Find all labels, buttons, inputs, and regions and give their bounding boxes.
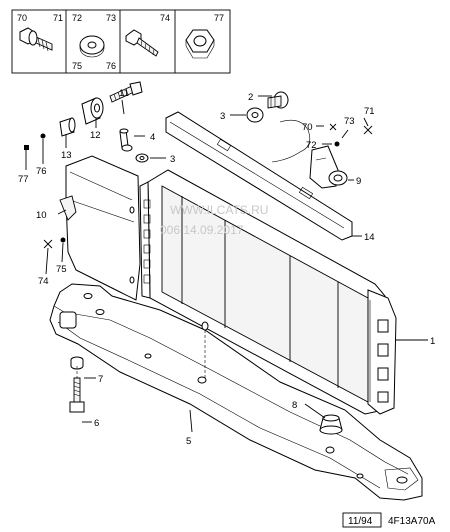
radiator-lower-peg <box>201 321 209 331</box>
callout-70: 70 <box>302 122 313 133</box>
callout-3-upper: 3 <box>220 111 225 122</box>
callout-1: 1 <box>430 336 435 347</box>
washer-3-middle <box>135 153 149 163</box>
footer: 11/94 4F13A70A <box>342 512 436 528</box>
inset-label-76: 76 <box>106 61 116 71</box>
callout-7: 7 <box>98 374 103 385</box>
callout-76: 76 <box>36 166 47 177</box>
callout-11: 11 <box>119 88 129 99</box>
mount-slot-left <box>59 311 77 329</box>
callout-3-middle: 3 <box>170 154 175 165</box>
clip-10 <box>59 195 77 221</box>
callout-2: 2 <box>248 92 253 103</box>
inset-label-77: 77 <box>214 13 224 23</box>
radiator-core <box>139 169 397 415</box>
screw-74-icon <box>125 29 159 57</box>
inset-panel: 70 71 72 73 75 76 74 77 <box>11 9 231 74</box>
callout-12: 12 <box>90 130 101 141</box>
footer-code: 4F13A70A <box>388 516 436 527</box>
callout-74: 74 <box>38 276 49 287</box>
callout-75: 75 <box>56 264 67 275</box>
spacer-13 <box>59 117 76 137</box>
callout-72: 72 <box>306 140 317 151</box>
inset-label-74: 74 <box>160 13 170 23</box>
inset-label-70: 70 <box>17 13 27 23</box>
watermark-line-2: 006 14.09.2017 <box>160 223 244 237</box>
side-deflector-panel <box>59 155 141 301</box>
leader-lines <box>25 95 428 433</box>
callout-5: 5 <box>186 436 191 447</box>
grommet-8 <box>319 414 343 435</box>
square-marker <box>24 145 29 150</box>
callout-6: 6 <box>94 418 99 429</box>
bolt-6 <box>69 377 85 413</box>
inset-label-71: 71 <box>53 13 63 23</box>
bracket-arc <box>271 119 311 163</box>
callout-73: 73 <box>344 116 355 127</box>
callout-labels: 1 2 3 4 3 5 6 7 8 9 10 11 12 13 14 70 71… <box>18 88 435 447</box>
peg-4 <box>119 128 133 152</box>
marker-symbols <box>24 123 373 249</box>
footer-date-box <box>342 512 382 528</box>
callout-13: 13 <box>61 150 72 161</box>
callout-9: 9 <box>356 176 361 187</box>
callout-77: 77 <box>18 174 29 185</box>
callout-10: 10 <box>36 210 47 221</box>
bolt-70-71-icon <box>19 27 53 52</box>
washer-3-upper <box>246 107 264 123</box>
callout-4: 4 <box>150 132 155 143</box>
mount-bracket-9 <box>309 145 348 189</box>
inset-label-75: 75 <box>72 61 82 71</box>
bolt-2 <box>267 91 289 109</box>
bolt-11 <box>109 81 143 103</box>
bolt-hole <box>197 376 207 384</box>
dot-marker <box>40 133 46 139</box>
bolt-hole <box>325 446 335 454</box>
lower-cross-member <box>49 283 423 501</box>
washer-72-76-icon <box>79 35 105 58</box>
footer-date: 11/94 <box>348 516 373 527</box>
dot-marker <box>60 237 66 243</box>
callout-8: 8 <box>292 400 297 411</box>
watermark-line-1: WWW.ILCATS.RU <box>170 203 268 217</box>
callout-71: 71 <box>364 106 375 117</box>
bushing-12 <box>81 97 104 125</box>
nut-77-icon <box>185 29 215 59</box>
inset-label-72: 72 <box>72 13 82 23</box>
dot-marker <box>334 141 340 147</box>
callout-14: 14 <box>364 232 375 243</box>
radiator-fins-left <box>143 199 151 284</box>
inset-label-73: 73 <box>106 13 116 23</box>
inset-frame <box>11 9 231 74</box>
